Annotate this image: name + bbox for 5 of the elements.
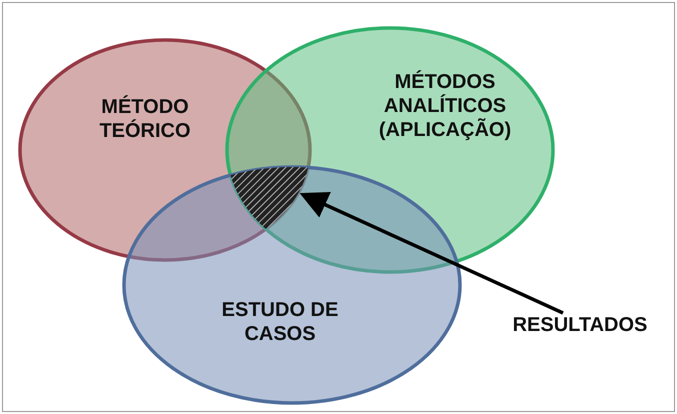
- circle-label: MÉTODO TEÓRICO: [98, 95, 192, 143]
- callout-label: RESULTADOS: [512, 313, 648, 337]
- leader-arrow: [300, 192, 564, 315]
- circle-label: MÉTODOS ANALÍTICOS (APLICAÇÃO): [378, 70, 512, 142]
- circle-label: ESTUDO DE CASOS: [220, 298, 340, 346]
